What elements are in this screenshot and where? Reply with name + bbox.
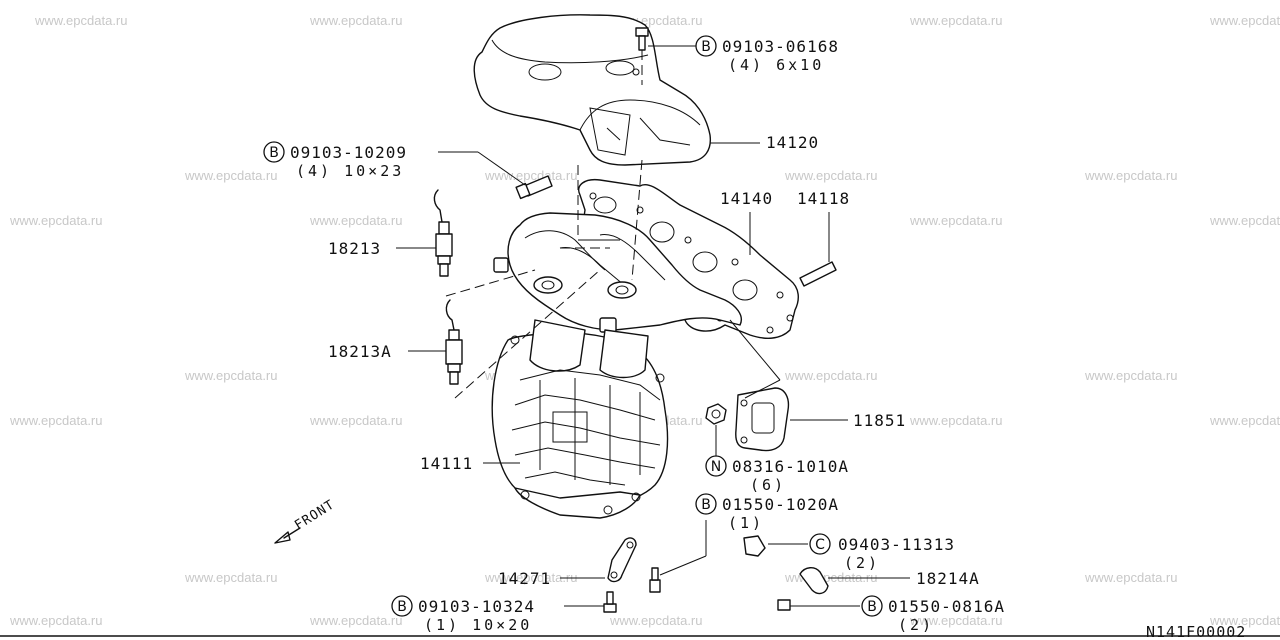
watermark: www.epcdata.ru	[909, 13, 1003, 28]
callout-letter: N	[711, 459, 721, 475]
watermark: www.epcdata.ru	[1209, 413, 1280, 428]
watermark: www.epcdata.ru	[1084, 368, 1178, 383]
callout-b-circle	[695, 35, 717, 57]
part-number: 09103-06168	[722, 37, 839, 56]
watermark: www.epcdata.ru	[909, 613, 1003, 628]
watermark: www.epcdata.ru	[1209, 613, 1280, 628]
alignment-lines	[445, 50, 643, 399]
part-number-manifold: 14111	[420, 454, 473, 473]
callout-letter: B	[867, 599, 877, 615]
part-number: 09103-10324	[418, 597, 535, 616]
quantity-size: (2)	[898, 616, 934, 634]
quantity-size: (1)	[728, 514, 764, 532]
quantity-size: (6)	[750, 476, 786, 494]
watermark: www.epcdata.ru	[1084, 168, 1178, 183]
callout-bolt-bottom: B 09103-10324 (1) 10×20	[391, 595, 535, 634]
quantity-size: (2)	[844, 554, 880, 572]
quantity-size: (4) 10×23	[296, 162, 404, 180]
callout-b-circle	[391, 595, 413, 617]
part-number-bracket: 11851	[853, 411, 906, 430]
leader-lines	[396, 45, 910, 607]
watermark: www.epcdata.ru	[484, 570, 578, 585]
watermark: www.epcdata.ru	[9, 213, 103, 228]
watermarks: www.epcdata.ru www.epcdata.ru www.epcdat…	[9, 13, 1280, 628]
callout-n-circle	[705, 455, 727, 477]
watermark: www.epcdata.ru	[309, 213, 403, 228]
part-number: 09403-11313	[838, 535, 955, 554]
callout-letter: B	[397, 599, 407, 615]
callout-letter: B	[701, 39, 711, 55]
front-label: FRONT	[292, 497, 337, 533]
part-number-gasket: 14140	[720, 189, 773, 208]
callout-bolt-clamp: B 01550-0816A (2)	[861, 595, 1005, 634]
watermark: www.epcdata.ru	[184, 368, 278, 383]
watermark: www.epcdata.ru	[1209, 213, 1280, 228]
front-arrow-icon	[274, 531, 291, 544]
part-number: 01550-1020A	[722, 495, 839, 514]
part-number-stay: 14271	[498, 569, 551, 588]
callout-b-circle	[861, 595, 883, 617]
callout-letter: B	[269, 145, 279, 161]
callout-letter: C	[815, 537, 825, 553]
callout-c-circle	[809, 533, 831, 555]
watermark: www.epcdata.ru	[1209, 13, 1280, 28]
oxygen-sensor-a-drawing	[445, 299, 463, 385]
watermark: www.epcdata.ru	[909, 213, 1003, 228]
callout-b-circle	[263, 141, 285, 163]
callout-bolt-top: B 09103-06168 (4) 6x10	[695, 35, 839, 74]
watermark: www.epcdata.ru	[609, 613, 703, 628]
watermark: www.epcdata.ru	[309, 13, 403, 28]
drawing-code: N141F00002	[1146, 623, 1246, 640]
front-arrow-shaft	[283, 527, 301, 539]
part-number-sensor-a: 18213A	[328, 342, 392, 361]
part-number: 08316-1010A	[732, 457, 849, 476]
quantity-size: (4) 6x10	[728, 56, 824, 74]
callout-bolt-bracket: B 01550-1020A (1)	[695, 493, 839, 532]
callout-letter: B	[701, 497, 711, 513]
part-number-heat-shield: 14120	[766, 133, 819, 152]
watermark: www.epcdata.ru	[184, 168, 278, 183]
part-number: 09103-10209	[290, 143, 407, 162]
watermark: www.epcdata.ru	[1084, 570, 1178, 585]
watermark: www.epcdata.ru	[9, 613, 103, 628]
fastener-drawings	[515, 27, 837, 613]
watermark: www.epcdata.ru	[9, 413, 103, 428]
part-number-clamp: 18214A	[916, 569, 980, 588]
manifold-drawing	[491, 212, 742, 519]
watermark: www.epcdata.ru	[784, 368, 878, 383]
part-number-sensor: 18213	[328, 239, 381, 258]
oxygen-sensor-drawing	[433, 189, 453, 277]
heat-shield-drawing	[473, 14, 712, 166]
watermark: www.epcdata.ru	[909, 413, 1003, 428]
watermark: www.epcdata.ru	[184, 570, 278, 585]
callout-clip: C 09403-11313 (2)	[809, 533, 955, 572]
front-direction-indicator: FRONT	[274, 497, 338, 544]
part-number: 01550-0816A	[888, 597, 1005, 616]
callout-b-circle	[695, 493, 717, 515]
watermark: www.epcdata.ru	[309, 613, 403, 628]
watermark: www.epcdata.ru	[484, 168, 578, 183]
watermark: www.epcdata.ru	[784, 168, 878, 183]
watermark: www.epcdata.ru	[34, 13, 128, 28]
callout-bolt-left: B 09103-10209 (4) 10×23	[263, 141, 407, 180]
quantity-size: (1) 10×20	[424, 616, 532, 634]
callout-nut: N 08316-1010A (6)	[705, 455, 849, 494]
part-number-stud: 14118	[797, 189, 850, 208]
watermark: www.epcdata.ru	[309, 413, 403, 428]
